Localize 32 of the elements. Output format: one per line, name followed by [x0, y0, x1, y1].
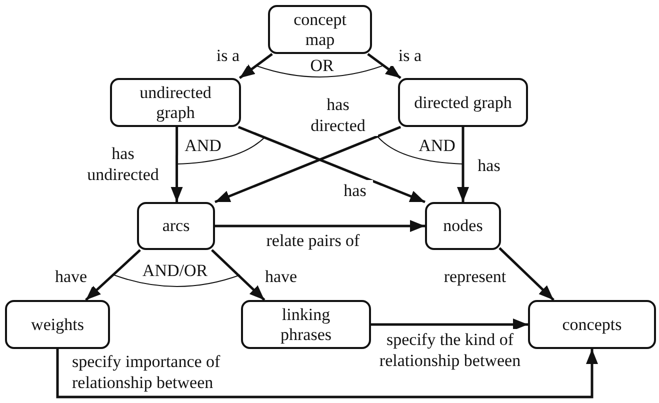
arrow [214, 126, 402, 204]
concept-label: nodes [442, 216, 484, 236]
operator-label: AND/OR [142, 261, 208, 281]
concept-label: concept map [292, 10, 348, 50]
concept-label: concepts [561, 314, 623, 334]
concept-box [425, 202, 501, 250]
arrow [56, 349, 598, 398]
concept-box [528, 300, 656, 349]
concept-box [398, 78, 528, 127]
concept-box [137, 202, 215, 250]
arrow [367, 53, 402, 79]
concept-box [5, 300, 110, 349]
concept-label: arcs [161, 216, 191, 236]
operator-label: OR [310, 56, 334, 76]
concept-box [110, 78, 241, 127]
arrow [238, 126, 426, 204]
arrow [238, 53, 273, 79]
arrow [457, 127, 469, 202]
arrow [211, 249, 266, 301]
concept-label: directed graph [413, 92, 513, 112]
arrow [215, 220, 425, 232]
concept-label: undirected graph [138, 82, 212, 122]
arrow [170, 127, 183, 202]
operator-label: AND [184, 136, 222, 156]
arrow [371, 318, 528, 330]
operator-label: AND [418, 136, 456, 156]
concept-box [268, 5, 372, 54]
concept-label: linking phrases [280, 304, 332, 344]
arrow [498, 247, 554, 301]
arrow [85, 249, 141, 301]
concept-label: weights [30, 314, 85, 334]
concept-box [241, 300, 371, 349]
